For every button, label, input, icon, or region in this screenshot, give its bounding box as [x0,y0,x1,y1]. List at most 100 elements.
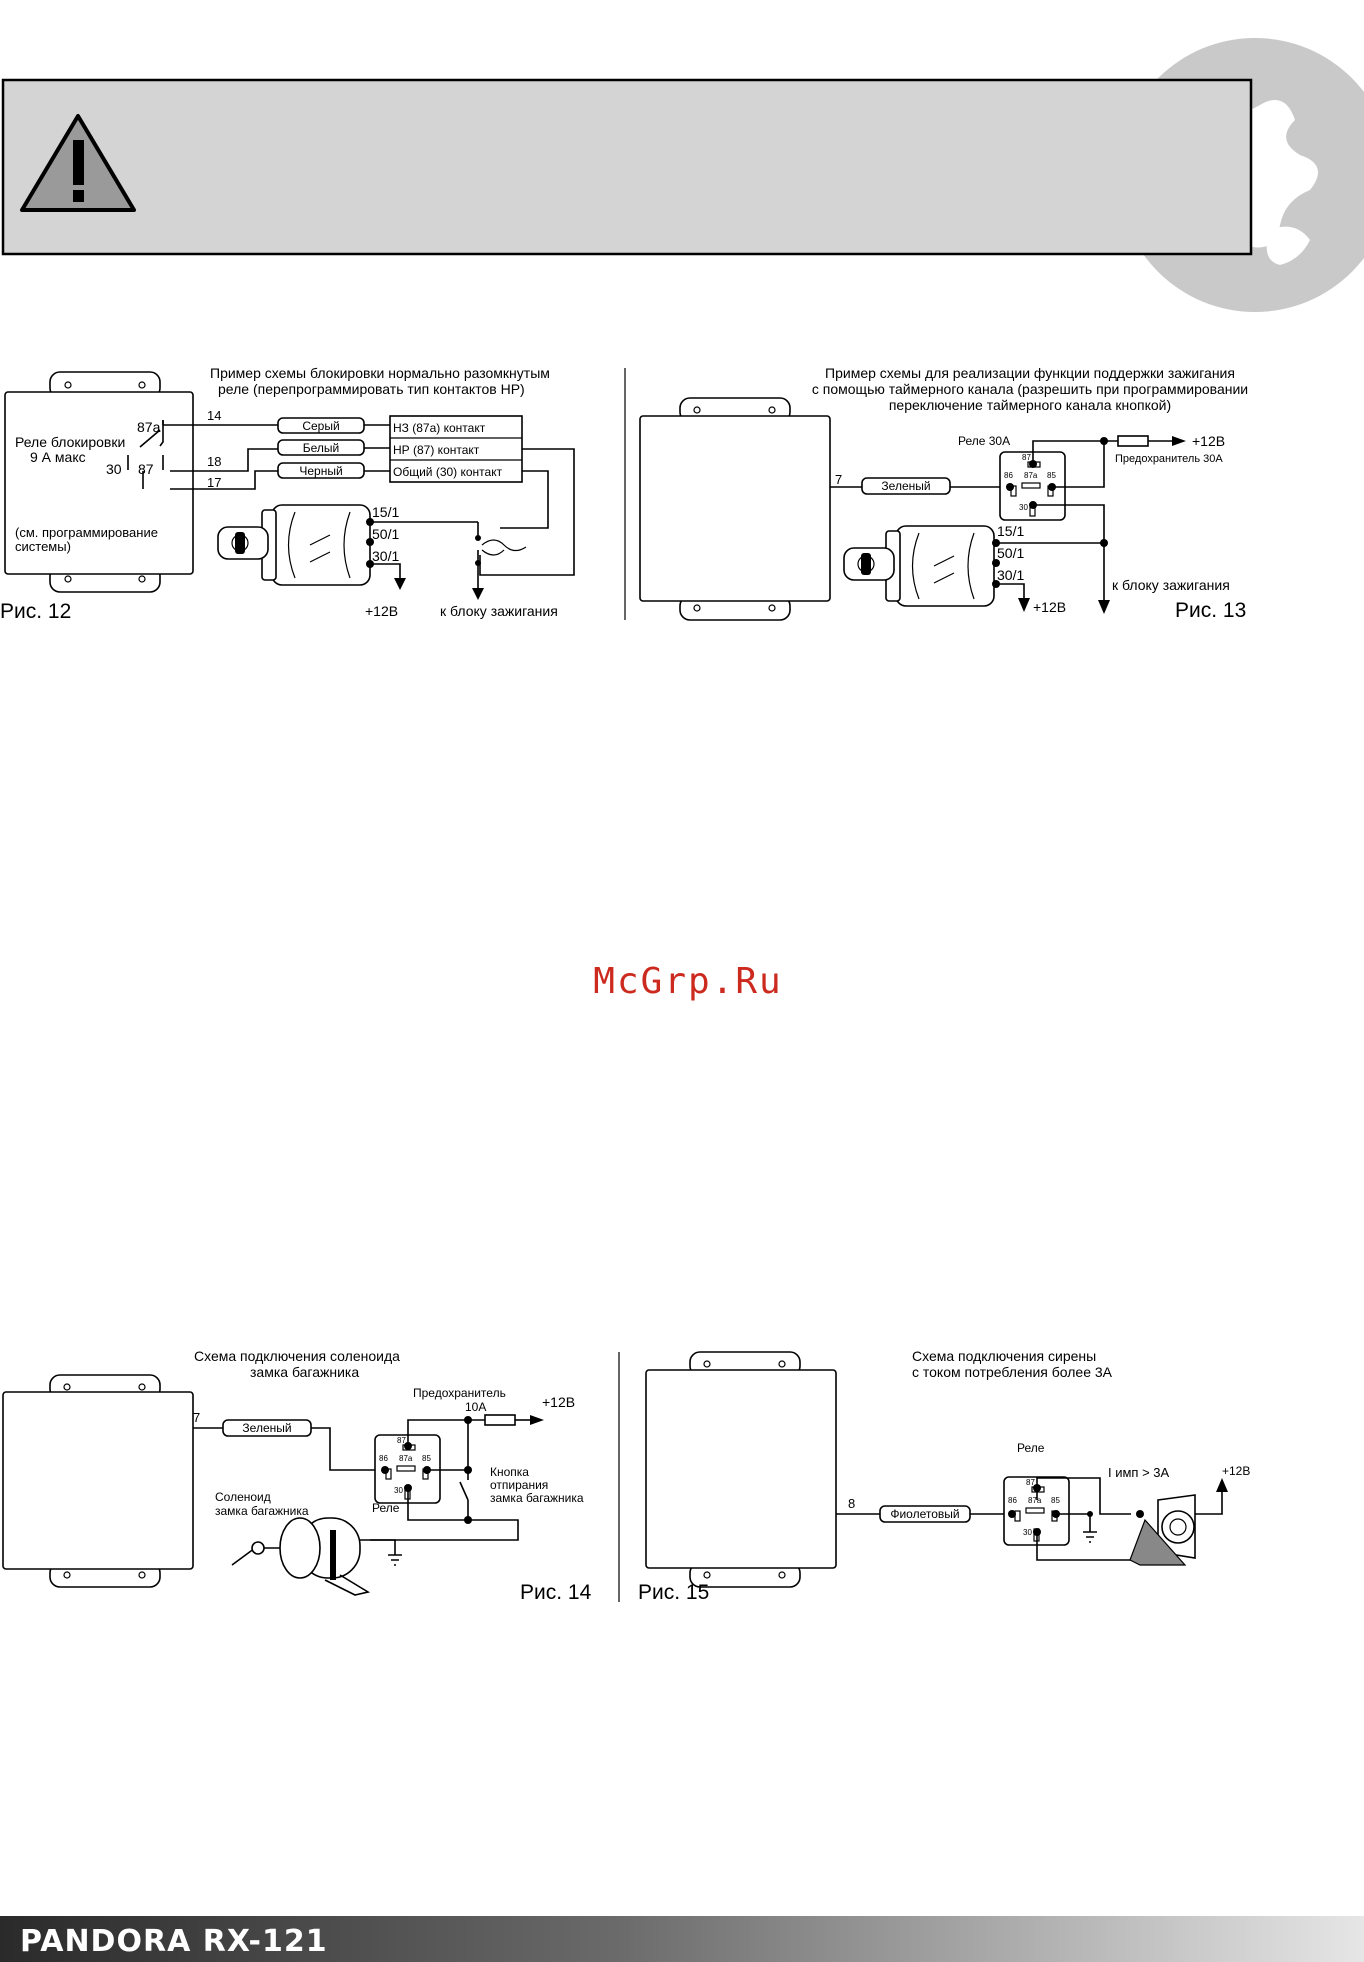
warning-banner [1,78,1253,256]
fig12-ign-50: 50/1 [372,526,399,542]
svg-text:87a: 87a [1028,1496,1042,1505]
fig13-title-2: с помощью таймерного канала (разрешить п… [812,381,1248,397]
fig13-wire-green-tag [861,477,951,495]
warning-icon [20,114,136,212]
footer-bar [0,1916,1364,1962]
fig14-alarm-unit [2,1374,194,1588]
svg-text:87: 87 [397,1436,406,1445]
figure-12: Реле блокировки 9 А макс (см. программир… [0,365,575,623]
fig15-wire-8: 8 [848,1496,855,1511]
fig13-plus12: +12В [1033,599,1066,615]
fig15-title-2: с током потребления более 3А [912,1364,1113,1380]
fig15-wire-violet: Фиолетовый [890,1507,959,1521]
fig15-current-label: I имп > 3А [1108,1465,1170,1480]
fig12-ign-15: 15/1 [372,504,399,520]
svg-text:30: 30 [1023,1528,1032,1537]
fig12-wire-black: Черный [299,464,342,478]
fig14-button-2: отпирания [490,1478,548,1492]
fig14-button-3: замка багажника [490,1491,584,1505]
svg-text:85: 85 [1047,471,1056,480]
figure-13: Пример схемы для реализации функции подд… [639,365,1248,622]
fig15-relay-label: Реле [1017,1441,1045,1455]
fig12-wire-17: 17 [207,475,221,490]
fig12-wire-gray: Серый [302,419,339,433]
brand-logo: PANDORA RX-121 [20,1924,328,1959]
fig13-relay-label: Реле 30А [958,434,1010,448]
svg-text:87a: 87a [399,1454,413,1463]
fig13-ign-30: 30/1 [997,567,1024,583]
fig12-contact-table [389,415,523,483]
fig12-contact-common: Общий (30) контакт [393,465,503,479]
fig12-to-ignition: к блоку зажигания [440,603,558,619]
svg-text:30: 30 [1019,503,1028,512]
fig12-note-1: (см. программирование [15,525,158,540]
fig15-title-1: Схема подключения сирены [912,1348,1096,1364]
fig14-title-2: замка багажника [250,1364,359,1380]
fig12-cutter-icon [481,539,527,556]
fig15-alarm-unit [645,1351,837,1588]
fig13-ign-15: 15/1 [997,523,1024,539]
fig14-title-1: Схема подключения соленоида [194,1348,400,1364]
fig12-ign-30: 30/1 [372,548,399,564]
fig12-relay-label-1: Реле блокировки [15,434,125,450]
fig14-wire-green: Зеленый [242,1421,291,1435]
fig12-pin-87: 87 [138,461,154,477]
figure-15: Схема подключения сирены с током потребл… [638,1348,1250,1604]
fig12-wire-white: Белый [303,441,339,455]
fig12-relay-label-2: 9 А макс [30,449,86,465]
fig12-wire-14: 14 [207,408,221,423]
svg-text:87: 87 [1026,1478,1035,1487]
fig14-fuse-label-2: 10А [465,1400,486,1414]
fig12-title-1: Пример схемы блокировки нормально разомк… [210,365,550,381]
fig15-caption: Рис. 15 [638,1581,709,1604]
fig14-fuse-label-1: Предохранитель [413,1386,506,1400]
fig15-ground-icon [1083,1531,1097,1543]
fig13-wire-7: 7 [835,472,842,487]
fig12-title-2: реле (перепрограммировать тип контактов … [218,381,525,397]
fig12-relay-switch [139,420,164,448]
fig12-contact-nc: НЗ (87а) контакт [393,421,486,435]
fig15-plus12: +12В [1222,1464,1250,1478]
fig13-fuse [1117,435,1149,447]
fig12-contact-no: НР (87) контакт [393,443,480,457]
fig13-alarm-unit [639,397,831,621]
svg-text:85: 85 [1051,1496,1060,1505]
fig14-caption: Рис. 14 [520,1581,592,1604]
fig13-ignition-switch [843,525,995,607]
fig14-fuse [484,1414,516,1426]
siren-icon [1129,1494,1196,1566]
fig14-button [459,1470,469,1520]
fig13-wire-green: Зеленый [881,479,930,493]
fig13-to-ignition: к блоку зажигания [1112,577,1230,593]
svg-text:30: 30 [394,1486,403,1495]
fig12-plus12: +12В [365,603,398,619]
svg-text:86: 86 [379,1454,388,1463]
svg-text:85: 85 [422,1454,431,1463]
fig14-wire-7: 7 [193,1410,200,1425]
fig13-fuse-label: Предохранитель 30А [1115,453,1223,465]
fig14-plus12: +12В [542,1394,575,1410]
fig13-caption: Рис. 13 [1175,599,1246,622]
fig12-relay-unit [4,371,194,593]
svg-text:86: 86 [1004,471,1013,480]
fig14-button-1: Кнопка [490,1465,529,1479]
fig12-caption: Рис. 12 [0,600,71,623]
fig13-title-1: Пример схемы для реализации функции подд… [825,365,1235,381]
watermark: McGrp.Ru [593,961,782,1002]
svg-text:86: 86 [1008,1496,1017,1505]
fig13-plus12-top: +12В [1192,433,1225,449]
fig12-note-2: системы) [15,539,71,554]
svg-text:87a: 87a [1024,471,1038,480]
fig13-relay: 87 87a 86 85 30 [999,451,1066,521]
fig14-solenoid-icon [231,1517,396,1596]
fig13-title-3: переключение таймерного канала кнопкой) [889,397,1171,413]
fig12-wire-18: 18 [207,454,221,469]
fig12-pin-87a: 87a [137,419,161,435]
fig13-ign-50: 50/1 [997,545,1024,561]
fig14-relay-label: Реле [372,1501,400,1515]
svg-text:87: 87 [1022,453,1031,462]
fig14-solenoid-2: замка багажника [215,1504,309,1518]
fig14-ground-icon [388,1554,402,1566]
fig14-solenoid-1: Соленоид [215,1490,271,1504]
